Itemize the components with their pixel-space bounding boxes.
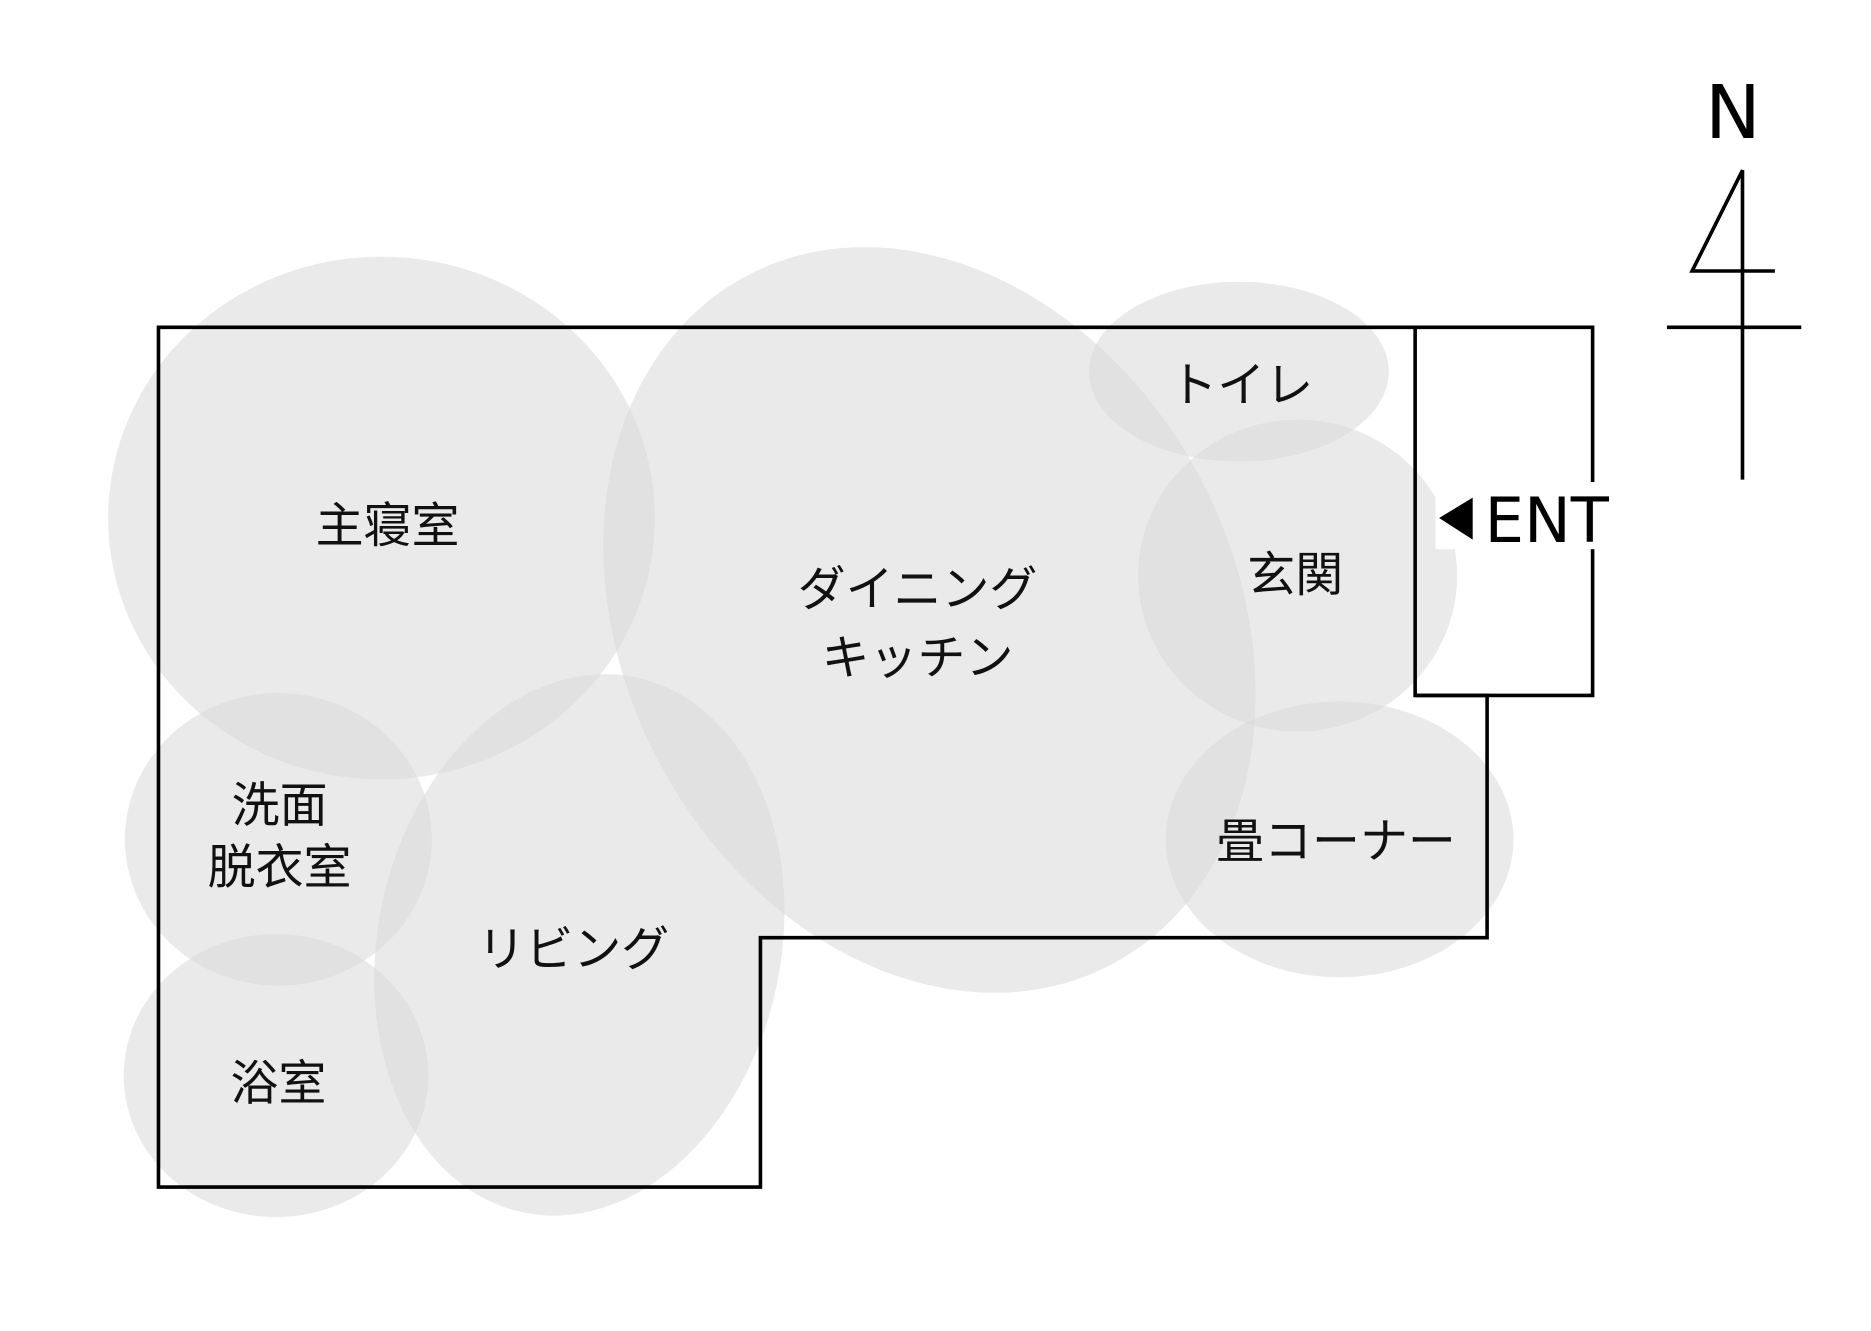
room-label-kitchen: キッチン: [822, 630, 1014, 686]
entrance-label: ENT: [1485, 484, 1610, 557]
zones: [108, 247, 1514, 1218]
zone-master-bedroom: [108, 256, 655, 780]
north-label: N: [1705, 69, 1761, 156]
room-label-living: リビング: [477, 921, 669, 977]
room-label-entrance-hall: 玄関: [1247, 547, 1343, 603]
north-arrow-icon: [1689, 169, 1775, 480]
room-label-washroom: 洗面: [232, 777, 328, 833]
zone-washroom: [124, 693, 432, 986]
room-label-toilet: トイレ: [1169, 358, 1313, 414]
room-label-bath: 浴室: [230, 1056, 326, 1112]
zone-living: [374, 674, 785, 1216]
entrance-arrow-icon: [1439, 497, 1473, 540]
room-label-dining: ダイニング: [798, 562, 1038, 618]
room-label-master-bedroom: 主寝室: [316, 498, 460, 554]
zone-bath: [123, 934, 429, 1218]
zone-tatami: [1165, 701, 1514, 978]
zone-entrance-hall: [1138, 419, 1458, 732]
room-label-tatami: 畳コーナー: [1216, 813, 1456, 869]
room-label-dressing: 脱衣室: [208, 840, 352, 896]
outer-wall: [156, 325, 1489, 1189]
north-arrow: N: [1666, 69, 1802, 480]
